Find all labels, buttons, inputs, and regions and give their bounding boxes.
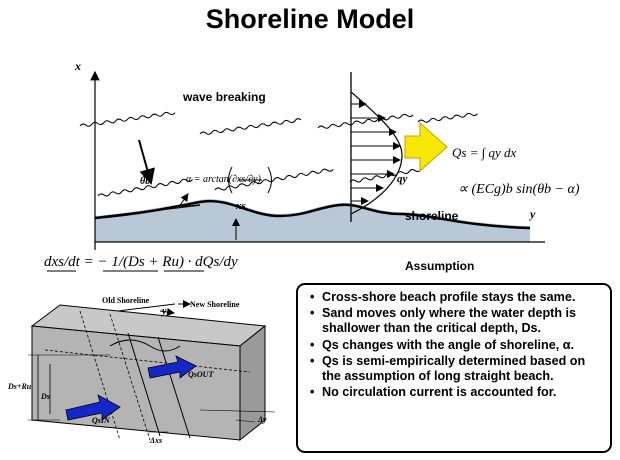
qs-integral-formula: Qs = ∫ qy dx [452,145,517,160]
y-small-arrow [159,308,175,316]
shoreline-label: shoreline [405,209,459,223]
xs-label: xs [236,200,246,212]
alpha-formula: α = arctan(∂xs/∂y) [186,174,261,185]
wave-direction-arrow [138,139,155,185]
wave-breaking-label: wave breaking [183,90,266,104]
assumptions-list: Cross-shore beach profile stays the same… [308,290,602,401]
alpha-formula-parens [228,166,272,194]
assumptions-box: Cross-shore beach profile stays the same… [296,283,612,453]
new-shoreline-label: New Shoreline [190,300,240,309]
assumption-heading: Assumption [405,259,475,273]
tangent-line [99,204,201,218]
assumption-item: No circulation current is accounted for. [310,385,602,400]
old-shoreline-label: Old Shoreline [102,296,150,305]
delta-xs-label: Δxs [150,436,163,445]
yellow-block-arrow [404,121,448,173]
assumption-item: Sand moves only where the water depth is… [310,306,602,336]
axis-x-label: x [75,59,81,73]
qs-in-label: QsIN [92,416,110,425]
assumption-item: Qs changes with the angle of shoreline, … [310,338,602,353]
qs-out-label: QsOUT [188,370,214,379]
qy-profile [350,72,403,222]
sea-area [95,199,530,242]
qs-in-arrow [65,394,121,421]
proportional-formula: ∝ (ECg)b sin(θb − α) [458,182,580,197]
alpha-arrow [177,193,189,209]
ds-ru-label: Ds+Ru [8,382,32,391]
delta-y-label: Δy [258,415,267,424]
continuity-equation: dxs/dt = − 1/(Ds + Ru) · dQs/dy [44,254,238,270]
qs-out-arrow [147,355,197,379]
assumption-item: Cross-shore beach profile stays the same… [310,290,602,305]
wave-crests [79,111,478,197]
ds-label: Ds [41,392,50,401]
assumption-item: Qs is semi-empirically determined based … [310,354,602,384]
axis-y-label: y [530,207,536,221]
slide-title: Shoreline Model [205,4,415,34]
y-small-label: y [162,306,167,317]
theta-b-label: θb [140,176,151,187]
qy-label: qy [397,173,408,185]
shoreline-line [94,199,531,230]
